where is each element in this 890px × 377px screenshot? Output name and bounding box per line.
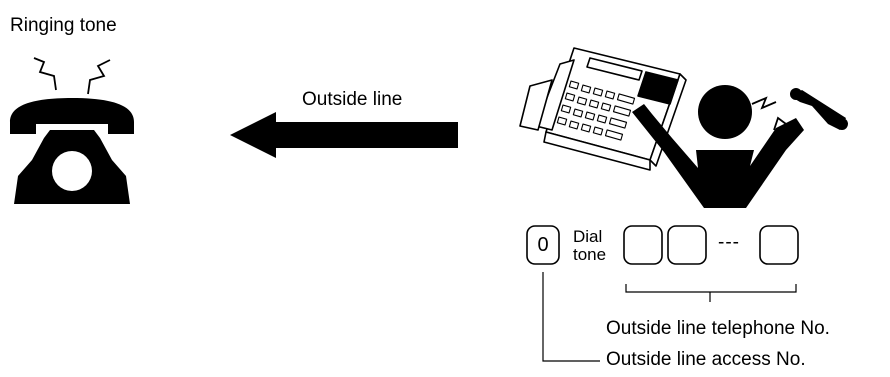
number-digit-box-1 [623, 225, 663, 265]
access-digit-box [526, 225, 560, 265]
outside-line-access-no-label: Outside line access No. [606, 349, 806, 370]
ringing-telephone-icon [10, 98, 134, 204]
outside-line-telephone-no-label: Outside line telephone No. [606, 318, 830, 339]
dial-sequence [526, 225, 799, 265]
ringing-line-left [33, 57, 57, 91]
dial-tone-label-line-2: tone [573, 245, 607, 264]
number-digit-box-2 [667, 225, 707, 265]
outside-line-label: Outside line [302, 89, 403, 110]
person-with-telephone-icon [632, 85, 848, 208]
dial-tone-label-line-1: Dial [573, 227, 603, 246]
ringing-line-right [87, 59, 111, 95]
dial-tone-label: Dial tone [573, 228, 606, 264]
ringing-tone-lines [33, 57, 111, 95]
access-digit-label: 0 [537, 234, 549, 256]
telephone-no-bracket [625, 284, 797, 293]
desk-telephone-icon [519, 47, 687, 171]
digit-ellipsis: --- [718, 232, 740, 253]
number-digit-box-last [759, 225, 799, 265]
left-arrow-icon [230, 112, 458, 158]
ringing-tone-label: Ringing tone [10, 15, 117, 36]
access-no-leader [542, 272, 600, 362]
